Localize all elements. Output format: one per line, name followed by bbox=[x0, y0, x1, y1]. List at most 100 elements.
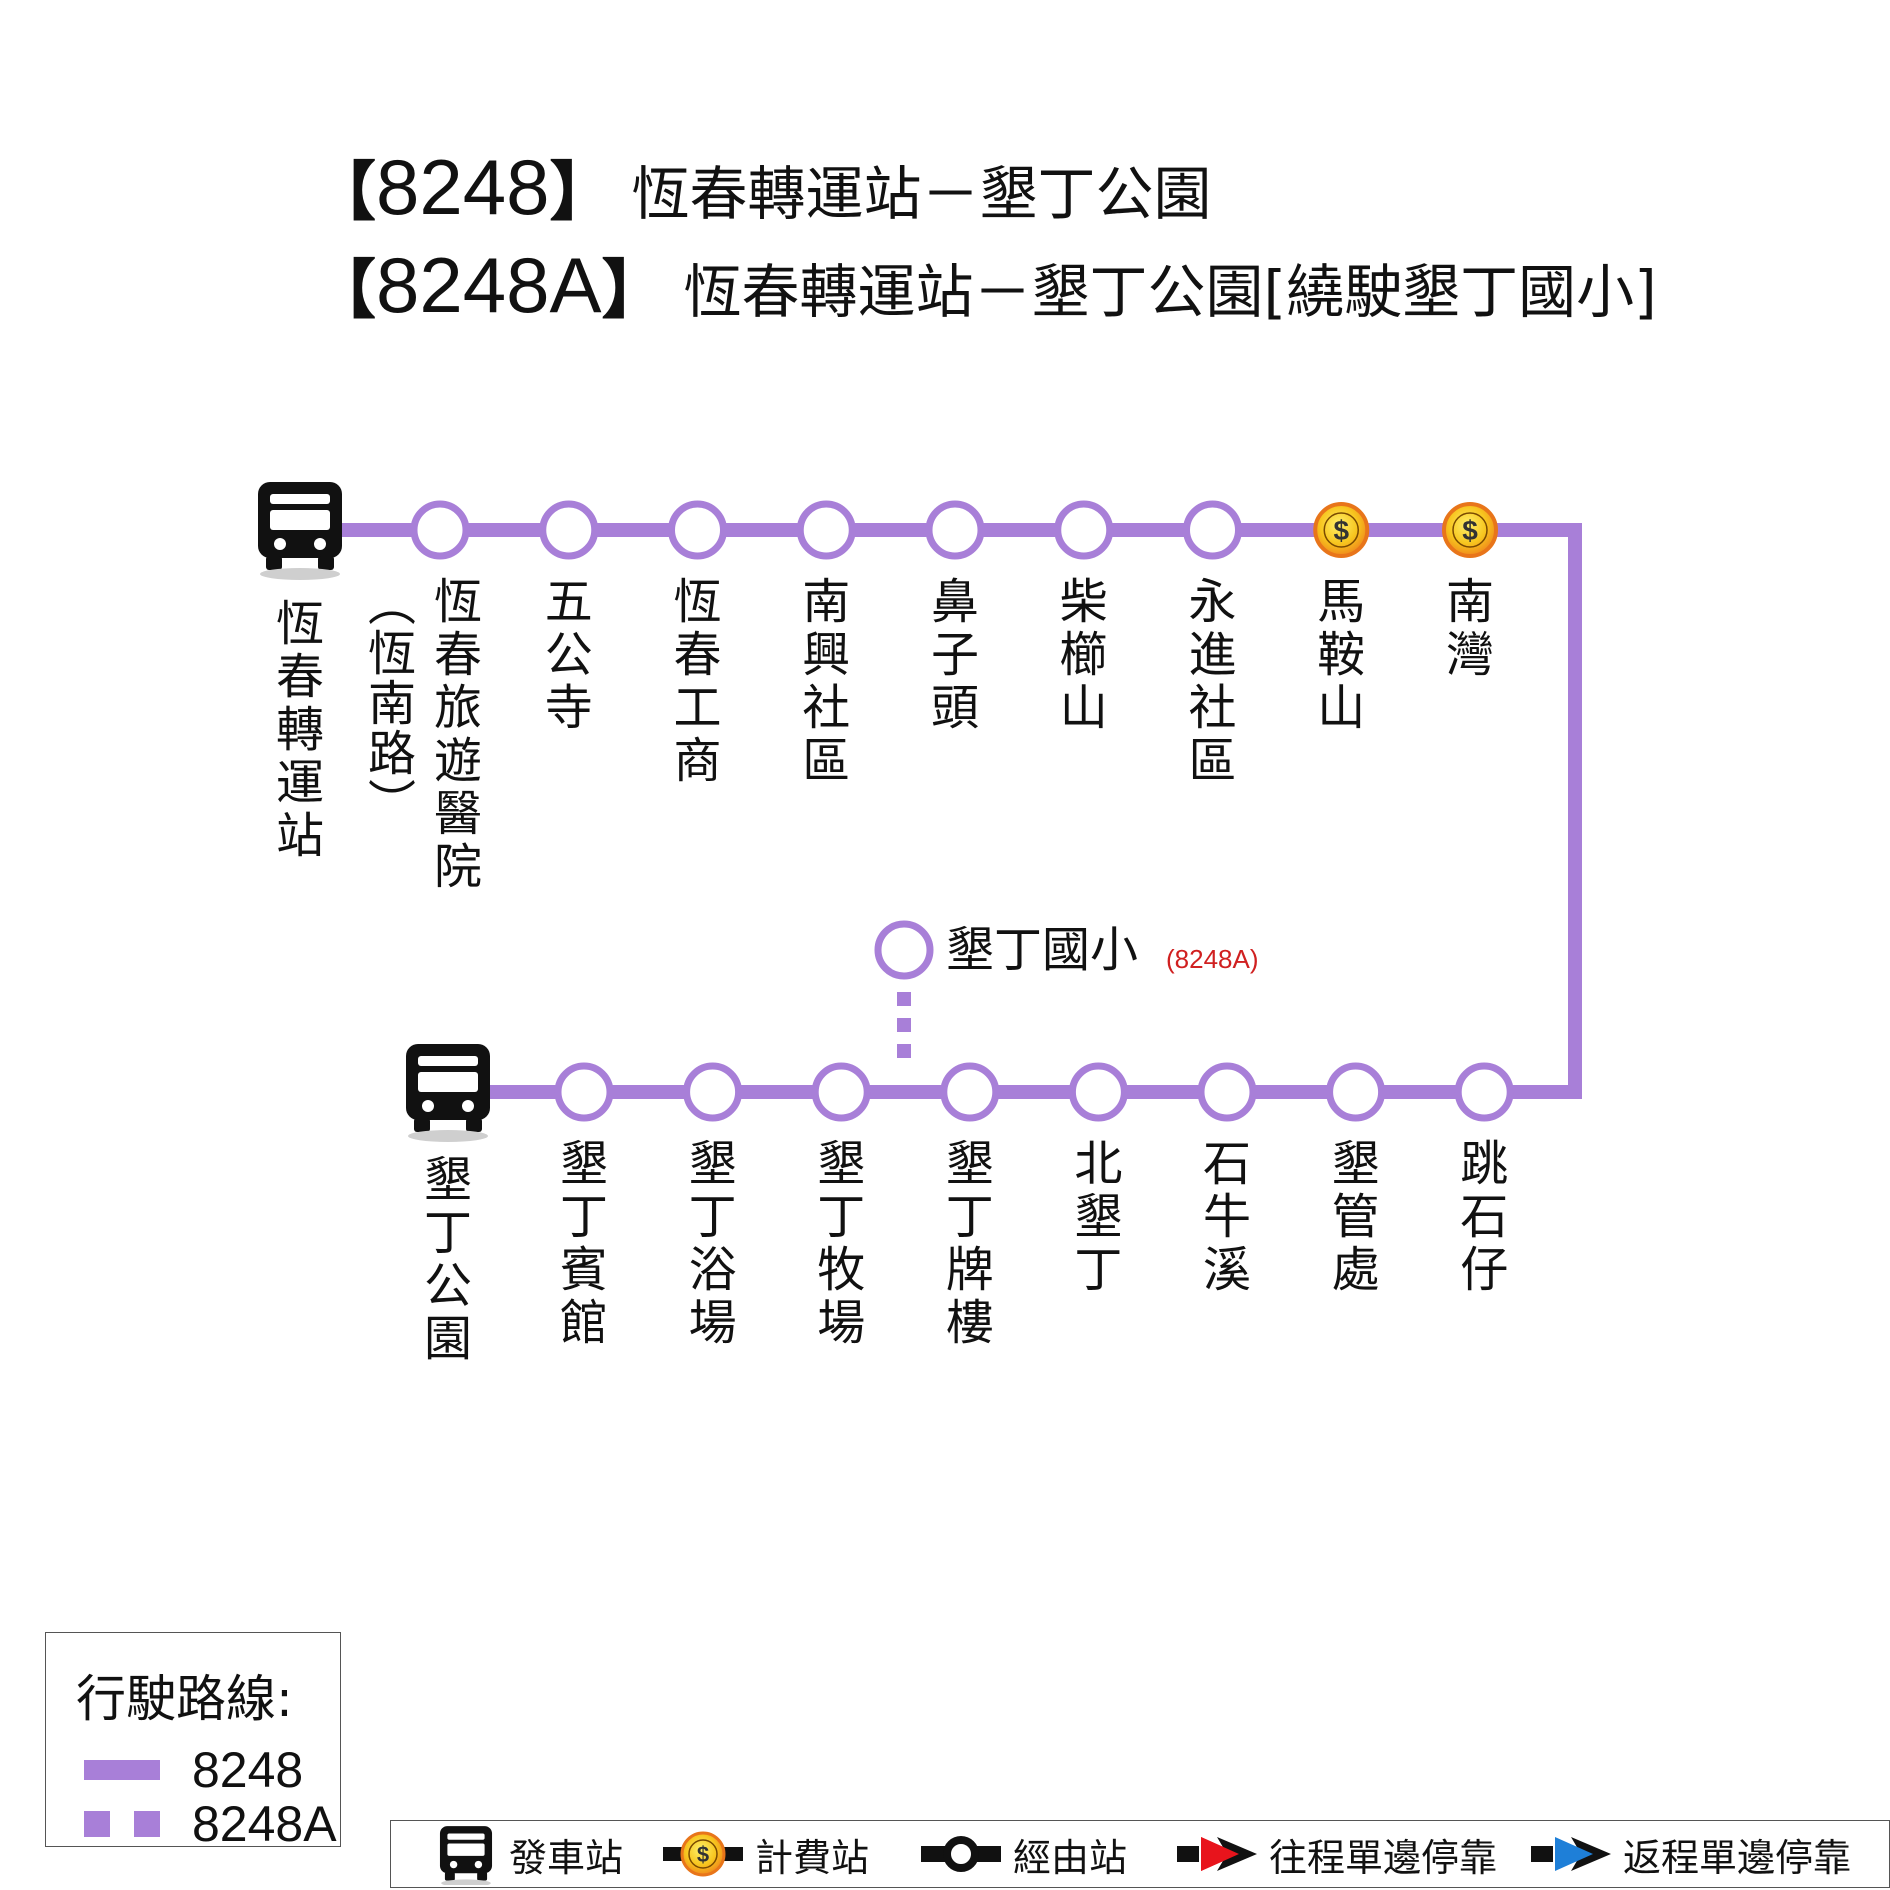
stop-marker bbox=[925, 500, 985, 560]
stop-label-top-6-text: 柴櫛山 bbox=[1060, 574, 1108, 736]
dashed-branch-segment bbox=[897, 992, 911, 1006]
dashed-branch-segment bbox=[897, 1018, 911, 1032]
route-description: 恆春轉運站－墾丁公園 bbox=[631, 160, 1212, 228]
stop-label-bottom-3: 墾丁牧場 bbox=[817, 1136, 865, 1351]
stop-label-bottom-6: 石牛溪 bbox=[1203, 1136, 1251, 1298]
legend-label: 8248 bbox=[192, 1742, 304, 1798]
stop-label-top-3: 恆春工商 bbox=[673, 574, 721, 789]
bracket-open: 【 bbox=[312, 254, 376, 328]
symbol-legend-bar: 發車站 $ 計費站 經由站 往程單邊停靠 返程單邊停靠 bbox=[390, 1820, 1890, 1888]
stop-marker bbox=[1183, 500, 1242, 560]
stop-label-top-5-text: 鼻子頭 bbox=[931, 574, 979, 736]
dashed-branch-segment bbox=[897, 1044, 911, 1058]
start-station-label: 恆春轉運站 bbox=[276, 596, 324, 864]
stop-label-bottom-5: 北墾丁 bbox=[1074, 1136, 1122, 1298]
route-title-8248: 【8248】恆春轉運站－墾丁公園 bbox=[312, 148, 1212, 226]
end-station-label-text: 墾丁公園 bbox=[424, 1152, 472, 1367]
fare-icon: $ bbox=[1333, 515, 1349, 546]
stop-label-bottom-8-text: 跳石仔 bbox=[1460, 1136, 1508, 1298]
stops-layer: $$ bbox=[258, 482, 1514, 1142]
stop-label-top-2: 五公寺 bbox=[545, 574, 593, 736]
stop-marker bbox=[940, 1062, 1000, 1122]
stop-label-bottom-4: 墾丁牌樓 bbox=[946, 1136, 994, 1351]
stop-label-top-3-text: 恆春工商 bbox=[673, 574, 721, 789]
branch-route-tag: (8248A) bbox=[1166, 944, 1259, 974]
stop-label-bottom-1-text: 墾丁賓館 bbox=[560, 1136, 608, 1351]
fare-icon: $ bbox=[663, 1831, 743, 1877]
stop-label-bottom-3-text: 墾丁牧場 bbox=[817, 1136, 865, 1351]
legend-item-8248a: 8248A bbox=[84, 1796, 337, 1852]
stop-marker bbox=[539, 500, 599, 560]
bus-icon bbox=[406, 1044, 490, 1142]
stop-marker bbox=[811, 1062, 871, 1122]
symbol-start-station: 發車站 bbox=[435, 1821, 623, 1887]
stop-label-top-9-text: 南灣 bbox=[1446, 574, 1494, 683]
red-arrow-icon bbox=[1177, 1837, 1257, 1871]
stop-marker bbox=[410, 500, 470, 560]
stop-marker bbox=[796, 500, 856, 560]
route-description: 恆春轉運站－墾丁公園[繞駛墾丁國小] bbox=[683, 258, 1657, 326]
branch-stop-label: 墾丁國小 bbox=[946, 922, 1138, 978]
symbol-label: 發車站 bbox=[509, 1835, 624, 1880]
bracket-close: 】 bbox=[601, 254, 666, 328]
end-station-label: 墾丁公園 bbox=[424, 1152, 472, 1367]
symbol-label: 計費站 bbox=[755, 1835, 870, 1880]
bus-icon bbox=[258, 482, 342, 580]
stop-sublabel-text: ︵恆南路︶ bbox=[368, 576, 416, 832]
stop-label-bottom-2: 墾丁浴場 bbox=[689, 1136, 737, 1351]
solid-line-swatch bbox=[84, 1760, 160, 1780]
bracket-close: 】 bbox=[549, 156, 614, 230]
blue-arrow-icon bbox=[1531, 1837, 1611, 1871]
stop-label-bottom-5-text: 北墾丁 bbox=[1074, 1136, 1122, 1298]
stop-label-top-5: 鼻子頭 bbox=[931, 574, 979, 736]
stop-label-bottom-8: 跳石仔 bbox=[1460, 1136, 1508, 1298]
svg-text:$: $ bbox=[697, 1842, 709, 1867]
stop-label-bottom-1: 墾丁賓館 bbox=[560, 1136, 608, 1351]
stop-marker bbox=[668, 500, 727, 560]
stop-label-top-8-text: 馬鞍山 bbox=[1317, 574, 1365, 736]
route-diagram: $$ 恆春轉運站恆春旅遊醫院︵恆南路︶五公寺恆春工商南興社區鼻子頭柴櫛山永進社區… bbox=[258, 482, 1582, 1367]
stop-label-top-7-text: 永進社區 bbox=[1188, 574, 1236, 789]
stop-label-top-7: 永進社區 bbox=[1188, 574, 1236, 789]
start-station-label-text: 恆春轉運站 bbox=[276, 596, 324, 864]
legend-title: 行駛路線: bbox=[76, 1670, 293, 1728]
route-legend: 行駛路線: 8248 8248A bbox=[45, 1632, 341, 1852]
stop-label-top-9: 南灣 bbox=[1446, 574, 1494, 683]
stop-marker bbox=[1054, 500, 1114, 560]
bracket-open: 【 bbox=[312, 156, 376, 230]
stop-marker bbox=[1326, 1062, 1386, 1122]
stop-marker bbox=[1454, 1062, 1514, 1122]
fare-stop-marker: $ bbox=[1442, 502, 1498, 558]
stop-label-top-1-text: 恆春旅遊醫院 bbox=[434, 574, 482, 895]
route-title-8248a: 【8248A】恆春轉運站－墾丁公園[繞駛墾丁國小] bbox=[312, 246, 1657, 324]
bus-icon bbox=[439, 1826, 493, 1885]
symbol-fare-stop: $ 計費站 bbox=[663, 1821, 869, 1887]
stop-label-bottom-7-text: 墾管處 bbox=[1332, 1136, 1380, 1298]
route-number: 8248A bbox=[376, 241, 602, 329]
route-number: 8248 bbox=[376, 143, 550, 231]
symbol-via-stop: 經由站 bbox=[921, 1821, 1127, 1887]
stop-label-top-6: 柴櫛山 bbox=[1060, 574, 1108, 736]
stop-label-top-4-text: 南興社區 bbox=[802, 574, 850, 789]
symbol-label: 返程單邊停靠 bbox=[1623, 1835, 1852, 1880]
symbol-label: 經由站 bbox=[1013, 1835, 1128, 1880]
fare-stop-marker: $ bbox=[1313, 502, 1370, 558]
stop-marker bbox=[554, 1062, 614, 1122]
stop-label-bottom-6-text: 石牛溪 bbox=[1203, 1136, 1251, 1298]
branch-stop-marker bbox=[874, 920, 934, 980]
stop-label-top-8: 馬鞍山 bbox=[1317, 574, 1365, 736]
stop-label-bottom-4-text: 墾丁牌樓 bbox=[946, 1136, 994, 1351]
stop-label-bottom-7: 墾管處 bbox=[1332, 1136, 1380, 1298]
stop-label-top-4: 南興社區 bbox=[802, 574, 850, 789]
via-stop-icon bbox=[921, 1836, 1001, 1872]
symbol-return-one-side: 返程單邊停靠 bbox=[1531, 1821, 1851, 1887]
stop-label-top-2-text: 五公寺 bbox=[545, 574, 593, 736]
stop-marker bbox=[1068, 1062, 1128, 1122]
legend-label: 8248A bbox=[192, 1796, 337, 1852]
stop-sublabel: ︵恆南路︶ bbox=[368, 576, 416, 832]
stop-marker bbox=[683, 1062, 743, 1122]
stop-marker bbox=[1197, 1062, 1257, 1122]
labels-layer: 恆春轉運站 恆春旅遊醫院 ︵恆南路︶ 五公寺 恆春工商 南興社區 鼻子頭 柴櫛山 永進社區 馬鞍山… bbox=[276, 574, 1508, 1367]
legend-item-8248: 8248 bbox=[84, 1742, 303, 1798]
dashed-line-swatch bbox=[84, 1811, 160, 1837]
